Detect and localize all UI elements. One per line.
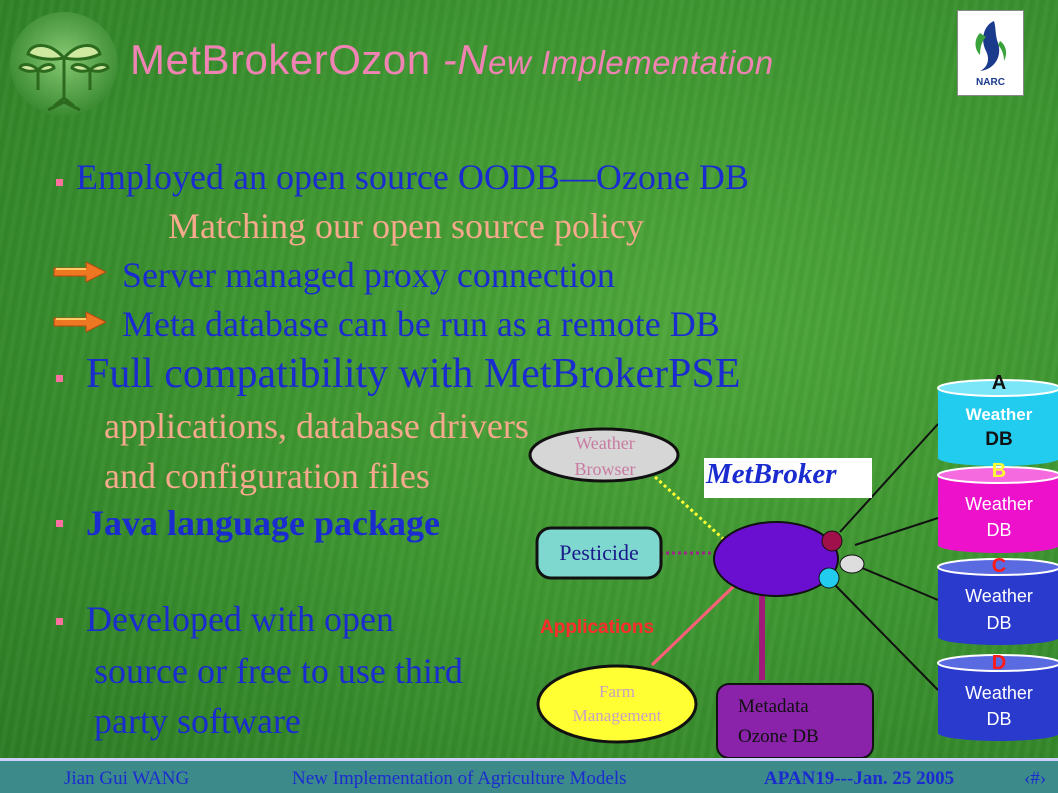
broker-node bbox=[713, 521, 839, 597]
db-a-line1: Weather bbox=[965, 405, 1033, 424]
arrow-icon bbox=[53, 261, 108, 283]
link-db-b bbox=[854, 517, 939, 546]
metbroker-label-box bbox=[704, 458, 872, 498]
db-b-line2: DB bbox=[986, 520, 1012, 540]
db-a-letter: A bbox=[991, 372, 1007, 394]
title-dash: -N bbox=[430, 36, 489, 83]
pesticide-label: Pesticide bbox=[559, 540, 639, 565]
db-c-cylinder bbox=[937, 558, 1058, 645]
link-db-c bbox=[854, 564, 939, 601]
bullet-developed: Developed with open bbox=[86, 599, 394, 639]
sprout-logo-icon bbox=[10, 12, 118, 116]
footer-bar bbox=[0, 761, 1058, 793]
metbroker-label: MetBroker bbox=[706, 458, 837, 490]
link-db-d bbox=[834, 584, 939, 691]
db-b-cylinder bbox=[937, 466, 1058, 553]
link-farm bbox=[650, 583, 737, 667]
bullet-marker bbox=[56, 520, 63, 527]
link-weather-browser bbox=[653, 475, 732, 547]
weather-browser-label-2: Browser bbox=[574, 459, 636, 479]
footer-divider bbox=[0, 758, 1058, 761]
link-db-a bbox=[839, 423, 939, 533]
arrow-icon bbox=[53, 311, 108, 333]
db-a-line2: DB bbox=[985, 429, 1013, 450]
footer-author: Jian Gui WANG bbox=[64, 768, 190, 789]
bullet-ozone-db: Employed an open source OODB—Ozone DB bbox=[76, 157, 749, 197]
bullet-marker bbox=[56, 179, 63, 186]
narc-logo: NARC bbox=[957, 10, 1024, 96]
narc-logo-icon bbox=[975, 21, 1007, 71]
title-main: MetBrokerOzon bbox=[130, 36, 431, 83]
broker-port-icon bbox=[839, 554, 865, 574]
db-d-letter: D bbox=[991, 652, 1007, 674]
metadata-label-1: Metadata bbox=[738, 696, 809, 717]
footer-topic: New Implementation of Agriculture Models bbox=[292, 768, 627, 789]
title-sub: ew Implementation bbox=[488, 44, 774, 81]
broker-port-icon bbox=[818, 567, 840, 589]
db-d-line1: Weather bbox=[965, 683, 1033, 703]
narc-logo-text: NARC bbox=[976, 77, 1005, 88]
db-c-line2: DB bbox=[986, 613, 1012, 633]
db-b-letter: B bbox=[991, 460, 1007, 482]
weather-browser-node bbox=[528, 427, 680, 483]
broker-port-icon bbox=[821, 530, 843, 552]
bullet-marker bbox=[56, 375, 63, 382]
applications-label: Applications bbox=[540, 617, 655, 638]
bullet-developed-line2: source or free to use third bbox=[94, 651, 463, 691]
db-b-line1: Weather bbox=[965, 494, 1033, 514]
footer-event: APAN19---Jan. 25 2005 bbox=[764, 768, 955, 789]
bullet-remote-db: Meta database can be run as a remote DB bbox=[122, 304, 720, 344]
farm-label-2: Management bbox=[572, 706, 662, 725]
db-c-letter: C bbox=[991, 555, 1007, 577]
metadata-label-2: Ozone DB bbox=[738, 726, 819, 747]
weather-browser-label-1: Weather bbox=[575, 433, 635, 453]
pesticide-node bbox=[535, 526, 663, 580]
bullet-compat-line2: applications, database drivers bbox=[104, 406, 529, 446]
farm-management-node bbox=[536, 664, 698, 744]
bullet-java-package: Java language package bbox=[86, 503, 441, 543]
slide-title: MetBrokerOzon -New Implementation bbox=[130, 36, 774, 84]
bullet-marker bbox=[56, 618, 63, 625]
footer-page-number: ‹#› bbox=[1024, 768, 1047, 789]
bullet-compat-line3: and configuration files bbox=[104, 456, 430, 496]
db-a-cylinder bbox=[937, 379, 1058, 466]
bullet-open-source-note: Matching our open source policy bbox=[168, 206, 644, 246]
bullet-developed-line3: party software bbox=[94, 701, 301, 741]
farm-label-1: Farm bbox=[599, 682, 635, 701]
bullet-compatibility: Full compatibility with MetBrokerPSE bbox=[86, 351, 741, 397]
db-c-line1: Weather bbox=[965, 586, 1033, 606]
bullet-proxy-connection: Server managed proxy connection bbox=[122, 255, 615, 295]
db-d-line2: DB bbox=[986, 709, 1012, 729]
db-d-cylinder bbox=[937, 654, 1058, 741]
